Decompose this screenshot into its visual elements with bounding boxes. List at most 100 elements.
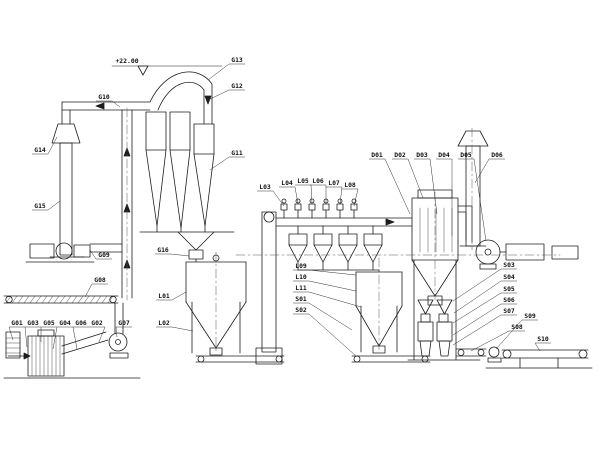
leader-line	[353, 188, 359, 207]
label-G14: G14	[34, 146, 46, 154]
label-G09: G09	[98, 251, 110, 259]
stack-inlet-duct	[61, 101, 151, 125]
furnace-blower	[108, 302, 129, 359]
annotation-L03: L03	[257, 183, 285, 207]
label-G07: G07	[118, 319, 130, 327]
label-S05: S05	[503, 285, 515, 293]
leader-line	[89, 249, 97, 260]
annotation-G05: G05	[40, 319, 57, 342]
annotation-D03: D03	[414, 151, 438, 215]
label-G16: G16	[157, 246, 169, 254]
annotation-G02: G02	[89, 319, 106, 343]
leader-line	[310, 184, 313, 204]
leader-line	[272, 190, 285, 207]
cyclone-group	[139, 111, 235, 263]
annotation-G10: G10	[96, 93, 121, 108]
label-L05: L05	[297, 177, 309, 185]
annotation-G13: G13	[207, 56, 245, 81]
label-L04: L04	[281, 179, 293, 187]
leader-line	[72, 326, 78, 350]
classifier-group	[288, 225, 383, 273]
label-L08: L08	[344, 181, 356, 189]
label-L03: L03	[259, 183, 271, 191]
annotation-G07: G07	[115, 319, 132, 338]
label-G10: G10	[98, 93, 110, 101]
annotation-L02: L02	[156, 319, 194, 332]
leader-line	[308, 291, 362, 308]
leader-line	[205, 89, 230, 102]
hot-air-furnace	[3, 329, 141, 379]
leader-line	[474, 158, 490, 184]
induced-draft-fan	[457, 205, 501, 270]
annotation-L04: L04	[279, 179, 299, 205]
leader-line	[24, 326, 28, 348]
annotation-D06: D06	[474, 151, 505, 184]
leader-line	[534, 342, 541, 352]
leader-line	[47, 136, 58, 155]
leader-line	[111, 100, 121, 108]
leader-line	[171, 326, 194, 332]
leader-line	[452, 314, 502, 346]
leader-line	[8, 326, 14, 341]
drag-conveyor	[3, 295, 119, 304]
label-G03: G03	[27, 319, 39, 327]
annotation-G16: G16	[155, 246, 190, 257]
label-S09: S09	[524, 312, 536, 320]
label-G12: G12	[231, 82, 243, 90]
centerlines	[126, 107, 561, 353]
annotation-L06: L06	[310, 177, 327, 203]
leader-line	[308, 313, 357, 357]
label-D03: D03	[416, 151, 428, 159]
leader-line	[52, 326, 58, 350]
annotation-D05: D05	[458, 151, 487, 242]
annotation-S02: S02	[293, 306, 357, 357]
label-L11: L11	[295, 284, 307, 292]
label-D01: D01	[371, 151, 383, 159]
leader-line	[308, 269, 357, 276]
leader-line	[171, 291, 187, 301]
label-D05: D05	[460, 151, 472, 159]
leader-line	[308, 280, 357, 292]
label-S10: S10	[537, 335, 549, 343]
leader-line	[495, 319, 523, 350]
annotation-S06: S06	[452, 296, 517, 336]
label-G05: G05	[43, 319, 55, 327]
label-L02: L02	[158, 319, 170, 327]
annotation-G09: G09	[89, 249, 112, 260]
leader-line	[308, 302, 353, 331]
leader-line	[470, 330, 510, 352]
annotation-L07: L07	[326, 179, 343, 205]
annotation-G04: G04	[52, 319, 73, 350]
annotation-G01: G01	[8, 319, 25, 341]
label-S06: S06	[503, 296, 515, 304]
label-D06: D06	[491, 151, 503, 159]
annotation-S10: S10	[534, 335, 551, 352]
bucket-elevator	[255, 211, 283, 365]
label-L06: L06	[312, 177, 324, 185]
leader-line	[209, 156, 230, 171]
annotation-S04: S04	[453, 273, 517, 314]
leader-line	[47, 200, 61, 211]
annotation-S07: S07	[452, 307, 517, 346]
elevation-datum	[111, 65, 223, 76]
leader-line	[407, 158, 424, 199]
cyclone-crossover-duct	[149, 71, 213, 125]
annotation-G06: G06	[72, 319, 89, 350]
annotation-L08: L08	[342, 181, 359, 207]
label-G11: G11	[231, 149, 243, 157]
leader-line	[207, 63, 230, 81]
label-S07: S07	[503, 307, 515, 315]
annotation-L09: L09	[293, 262, 357, 276]
label-G08: G08	[94, 276, 106, 284]
leader-line	[453, 280, 502, 314]
leader-line	[384, 158, 411, 215]
annotation-S01: S01	[293, 295, 353, 331]
leader-line	[294, 186, 299, 205]
product-hopper-1	[185, 254, 247, 356]
annotation-D04: D04	[436, 151, 453, 236]
annotation-S03: S03	[452, 261, 517, 302]
annotation-L05: L05	[295, 177, 313, 204]
leader-line	[98, 326, 106, 343]
